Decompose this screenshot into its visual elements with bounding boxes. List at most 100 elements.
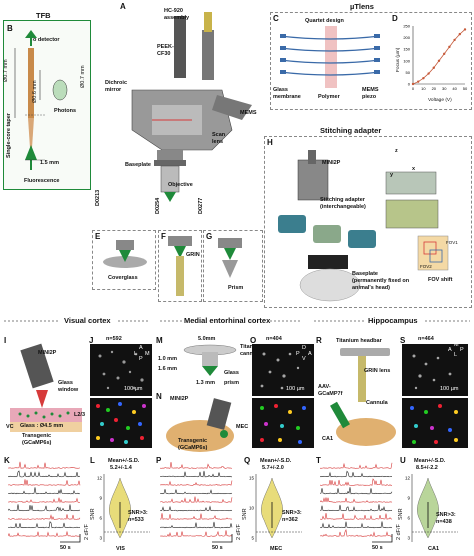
j-l-label: L	[134, 351, 137, 357]
n-transgenic-label-1: Transgenic	[178, 438, 207, 444]
glass-window-label-2: window	[58, 387, 78, 393]
focus-data-point	[433, 67, 435, 69]
i-transgenic-label-2: (GCaMP6s)	[22, 440, 51, 446]
violin-tick-label: 6	[407, 516, 410, 521]
y-tick-label: 50	[406, 70, 411, 75]
focus-data-point	[427, 72, 429, 74]
dichroic-label: Dichroic	[105, 80, 127, 86]
mirror-label: mirror	[105, 87, 121, 93]
coverglass-drawing	[100, 240, 150, 272]
scan-label: Scan	[212, 132, 225, 138]
vis-calcium-traces	[8, 460, 84, 544]
mems-piezo-label-1: MEMS	[362, 87, 379, 93]
y-tick-label: 0	[408, 82, 411, 87]
s-a-label: A	[448, 347, 452, 353]
mec-header: Medial entorhinal cortex	[184, 316, 270, 325]
calcium-trace-line	[8, 504, 80, 511]
violin-tick-label: 6	[99, 516, 102, 521]
violin-tick-label: 9	[99, 496, 102, 501]
prism-drawing	[210, 238, 250, 288]
aav-label-1: AAV-	[318, 384, 331, 390]
d0213-label: D0213	[95, 190, 101, 206]
mec-roi-map	[252, 398, 314, 448]
focus-data-point	[448, 46, 450, 48]
calcium-trace-line	[160, 471, 232, 477]
assembly-label: assembly	[164, 15, 189, 21]
q-snr-n: n=362	[282, 517, 298, 523]
calcium-trace-line	[160, 462, 232, 468]
s-scale-label: 100 µm	[440, 386, 458, 392]
single-core-label: Single-core taper	[6, 113, 12, 158]
photons-label: Photons	[54, 108, 76, 114]
j-m-label: M	[145, 351, 150, 357]
focus-data-point	[417, 80, 419, 82]
x-tick-label: 30	[442, 86, 447, 91]
violin-tick-label: 10	[249, 506, 255, 511]
x-tick-label: 0	[412, 86, 415, 91]
calcium-trace-line	[160, 507, 232, 511]
mec-label: MEC	[236, 424, 248, 430]
peek-label: PEEK-	[157, 44, 174, 50]
fov2-label: FOV2	[420, 264, 432, 270]
i-transgenic-label-1: Transgenic	[22, 433, 51, 439]
d0254-label: D0254	[155, 198, 161, 214]
tfb-d07b-label: Ø0.7 mm	[80, 65, 86, 88]
y-tick-label: 200	[403, 35, 410, 40]
fov1-label: FOV1	[446, 240, 458, 246]
trace-scale-bar	[60, 534, 80, 542]
violin-tick-label: 9	[407, 496, 410, 501]
quartet-label: Quartet design	[305, 18, 344, 24]
stitch-adapter-label-2: (interchangeable)	[320, 204, 366, 210]
calcium-trace-line	[160, 513, 232, 519]
calcium-trace-line	[320, 471, 392, 477]
l-snr-axis-label: SNR	[90, 508, 96, 520]
calcium-trace-line	[8, 532, 80, 537]
h-mini2p-label: MINI2P	[322, 160, 340, 166]
n-transgenic-label-2: (GCaMP6s)	[178, 445, 207, 451]
violin-tick-label: 3	[99, 536, 102, 541]
s-n-label: n=464	[418, 336, 434, 342]
cf30-label: CF30	[157, 51, 170, 57]
calcium-trace-line	[8, 479, 80, 485]
grin-lens-label: GRIN lens	[364, 368, 390, 374]
mutlens-header: µTlens	[350, 2, 374, 11]
h-baseplate-label-2: (permanently fixed on	[352, 278, 409, 284]
axis-x-label: x	[412, 166, 415, 172]
h-baseplate-label-3: animal's head)	[352, 285, 390, 291]
axis-y-label: y	[390, 172, 393, 178]
i-mini2p-label: MINI2P	[38, 350, 56, 356]
mini2p-microscope-drawing	[92, 10, 270, 208]
quartet-lens-drawing	[280, 26, 390, 88]
k-time-scale-label: 50 s	[60, 545, 71, 551]
calcium-trace-line	[160, 481, 232, 486]
x-tick-label: 50	[463, 86, 468, 91]
calcium-trace-line	[8, 471, 80, 477]
calcium-trace-line	[8, 514, 80, 519]
titanium-headbar-label: Titanium headbar	[336, 338, 382, 344]
vc-label: VC	[6, 424, 14, 430]
o-v-label: V	[302, 356, 306, 362]
j-p-label: P	[139, 356, 143, 362]
fluorescence-label: Fluorescence	[24, 178, 59, 184]
panel-m-letter: M	[156, 336, 163, 345]
calcium-trace-line	[160, 522, 232, 528]
u-mean-label: Mean+/-S.D.	[414, 458, 445, 464]
calcium-trace-line	[160, 497, 232, 503]
mems-piezo-label-2: piezo	[362, 94, 376, 100]
objective-label: Objective	[168, 182, 193, 188]
calcium-trace-line	[8, 522, 80, 528]
titanium-cannula-drawing	[180, 342, 240, 382]
k-df-scale-label: 2 dF/F	[84, 524, 90, 540]
y-tick-label: 100	[403, 58, 410, 63]
ca1-label: CA1	[322, 436, 333, 442]
mems-label: MEMS	[240, 110, 257, 116]
glass-membrane-label-1: Glass	[273, 87, 288, 93]
u-snr3-label: SNR>3:	[436, 512, 456, 518]
calcium-trace-line	[160, 489, 232, 494]
stitch-adapter-label-1: Stitching adapter	[320, 197, 365, 203]
s-l-label: L	[454, 352, 457, 358]
tfb-d06-label: Ø0.6 mm	[32, 80, 38, 103]
lens-label: lens	[212, 139, 223, 145]
ca1-calcium-traces	[320, 460, 396, 544]
